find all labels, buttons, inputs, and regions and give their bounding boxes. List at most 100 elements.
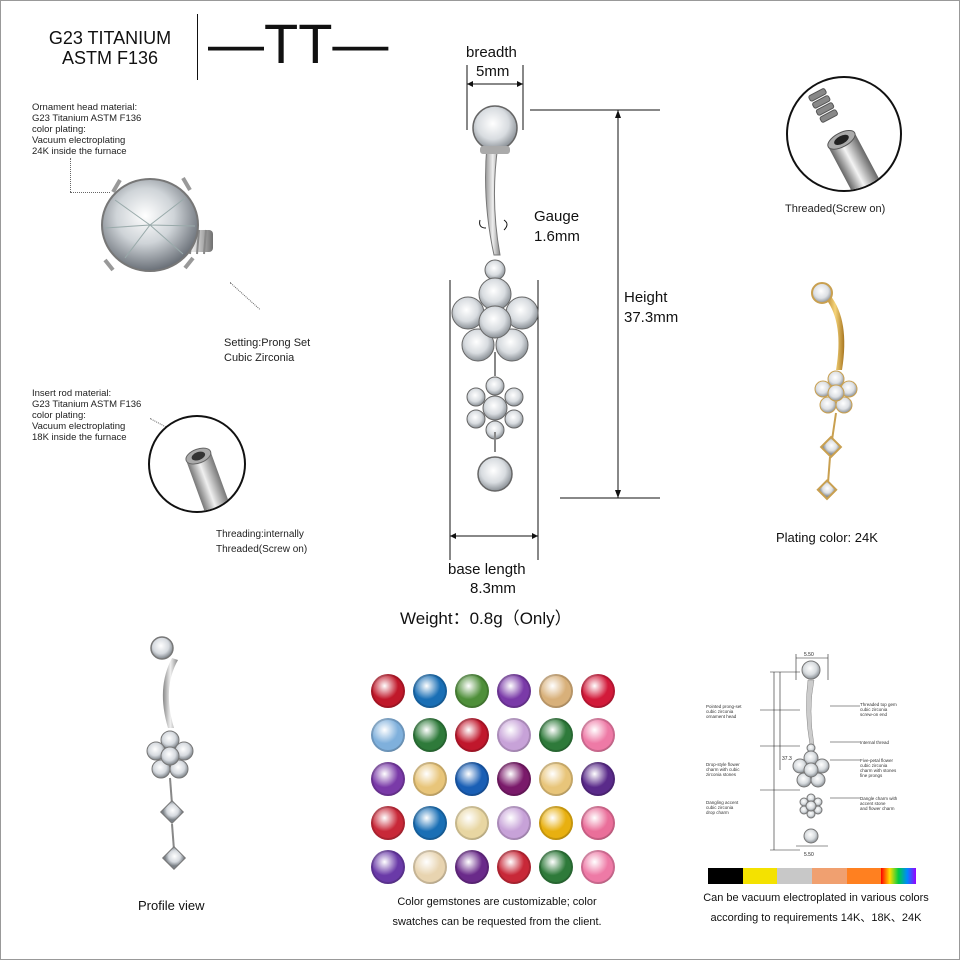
- ornament-annotation: Ornament head material: G23 Titanium AST…: [32, 102, 182, 157]
- tech-note-line: charm with cubic: [706, 767, 740, 772]
- leader-line: [70, 158, 71, 192]
- weight-label: Weight：0.8g（Only）: [400, 609, 572, 628]
- tech-note-line: Dangle charm with: [860, 796, 898, 801]
- gem-swatch: [581, 850, 615, 884]
- rod-line: G23 Titanium ASTM F136: [32, 399, 142, 410]
- threading-line: Threaded(Screw on): [216, 544, 308, 555]
- tech-note-line: cubic zirconia: [860, 763, 888, 768]
- tech-note-line: Dangling accent: [706, 800, 739, 805]
- setting-annotation: Setting:Prong Set Cubic Zirconia: [224, 336, 310, 366]
- tech-note-right: Internal thread: [860, 740, 889, 745]
- gem-swatch: [581, 762, 615, 796]
- gem-swatch: [497, 718, 531, 752]
- gem-swatch: [455, 762, 489, 796]
- tech-note-line: Threaded top gem: [860, 702, 897, 707]
- material-line2: ASTM F136: [61, 48, 159, 68]
- rod-line: Vacuum electroplating: [32, 421, 126, 432]
- insert-rod-circle: [148, 415, 246, 513]
- gem-swatch: [413, 762, 447, 796]
- brand-material: G23 TITANIUM ASTM F136: [30, 28, 190, 68]
- electroplating-caption: Can be vacuum electroplated in various c…: [696, 888, 936, 928]
- tech-note-line: cubic zirconia: [706, 709, 734, 714]
- main-product-diagram: [449, 65, 660, 560]
- ornament-line: G23 Titanium ASTM F136: [32, 113, 142, 124]
- tech-note-line: fine prongs: [860, 773, 883, 778]
- tech-note-right: Threaded top gem cubic zirconia screw-on…: [860, 702, 897, 717]
- tech-note-line: Pointed prong-set: [706, 704, 742, 709]
- plating-color-segment: [708, 868, 743, 884]
- electroplating-caption-line: Can be vacuum electroplated in various c…: [703, 892, 929, 904]
- gem-swatch: [413, 806, 447, 840]
- tech-note-line: cubic zirconia: [706, 805, 734, 810]
- gem-swatch: [413, 718, 447, 752]
- tech-note-line: zirconia stones: [706, 772, 737, 777]
- threaded-caption: Threaded(Screw on): [785, 203, 886, 215]
- height-label: Height: [624, 289, 668, 306]
- gold-plated-product: [811, 282, 858, 501]
- plating-color-segment: [881, 868, 917, 884]
- base-length-value: 8.3mm: [470, 580, 516, 597]
- technical-drawing: 5.50 5.50 37.3: [760, 652, 860, 858]
- brand-divider: [197, 14, 198, 80]
- tech-note-line: charm with stones: [860, 768, 897, 773]
- gem-caption: Color gemstones are customizable; color …: [352, 892, 642, 932]
- threading-annotation: Threading:internally Threaded(Screw on): [216, 527, 307, 557]
- electroplating-caption-line: according to requirements 14K、18K、24K: [710, 912, 922, 924]
- plating-color-bar: [708, 868, 917, 884]
- base-length-label: base length: [448, 561, 526, 578]
- gem-caption-line: Color gemstones are customizable; color: [397, 896, 597, 908]
- tech-note-line: Drop-style flower: [706, 762, 740, 767]
- dim-bottom-label: 5.50: [804, 852, 814, 858]
- tech-note-left: Pointed prong-set cubic zirconia ornamen…: [706, 704, 742, 719]
- gem-swatch: [371, 718, 405, 752]
- rod-annotation: Insert rod material: G23 Titanium ASTM F…: [32, 388, 182, 443]
- gem-swatch: [455, 850, 489, 884]
- rod-line: Insert rod material:: [32, 388, 112, 399]
- gauge-label: Gauge: [534, 208, 580, 225]
- gem-swatch: [539, 850, 573, 884]
- ornament-head-image: [101, 176, 213, 272]
- material-line1: G23 TITANIUM: [48, 28, 172, 48]
- dim-height-label: 37.3: [782, 756, 792, 762]
- tech-note-line: accent stone: [860, 801, 886, 806]
- plating-color-segment: [846, 868, 882, 884]
- gem-swatch: [581, 806, 615, 840]
- tech-note-line: screw-on end: [860, 712, 888, 717]
- ornament-line: color plating:: [32, 124, 86, 135]
- gem-swatch: [497, 806, 531, 840]
- tech-note-line: and flower charm: [860, 806, 895, 811]
- plating-caption: Plating color: 24K: [776, 530, 878, 545]
- brand-logo: —TT—: [208, 12, 389, 75]
- setting-line: Cubic Zirconia: [224, 352, 295, 364]
- rod-line: 18K inside the furnace: [32, 432, 127, 443]
- setting-line: Setting:Prong Set: [224, 337, 311, 349]
- tech-note-line: drop charm: [706, 810, 729, 815]
- tech-note-line: Internal thread: [860, 740, 890, 745]
- threaded-pin-circle: [786, 76, 902, 192]
- ornament-line: 24K inside the furnace: [32, 146, 127, 157]
- gem-caption-line: swatches can be requested from the clien…: [392, 916, 602, 928]
- tech-note-left: Dangling accent cubic zirconia drop char…: [706, 800, 738, 815]
- gem-swatch: [539, 674, 573, 708]
- gem-swatch: [539, 806, 573, 840]
- gem-swatch: [413, 850, 447, 884]
- dim-top-label: 5.50: [804, 652, 814, 658]
- gem-swatch: [371, 850, 405, 884]
- gem-swatch: [497, 762, 531, 796]
- tech-note-line: Five-petal flower: [860, 758, 894, 763]
- plating-color-segment: [812, 868, 847, 884]
- plating-color-segment: [777, 868, 813, 884]
- leader-line: [70, 192, 110, 193]
- height-value: 37.3mm: [624, 309, 679, 326]
- gem-swatch: [539, 762, 573, 796]
- tech-note-right: Dangle charm with accent stone and flowe…: [860, 796, 897, 811]
- tech-note-left: Drop-style flower charm with cubic zirco…: [706, 762, 740, 777]
- plating-color-segment: [742, 868, 778, 884]
- gem-swatch: [581, 674, 615, 708]
- gem-swatch: [455, 718, 489, 752]
- breadth-value: 5mm: [476, 63, 510, 80]
- gem-swatch: [455, 674, 489, 708]
- ornament-line: Ornament head material:: [32, 102, 138, 113]
- gem-swatch: [497, 850, 531, 884]
- gem-swatch: [497, 674, 531, 708]
